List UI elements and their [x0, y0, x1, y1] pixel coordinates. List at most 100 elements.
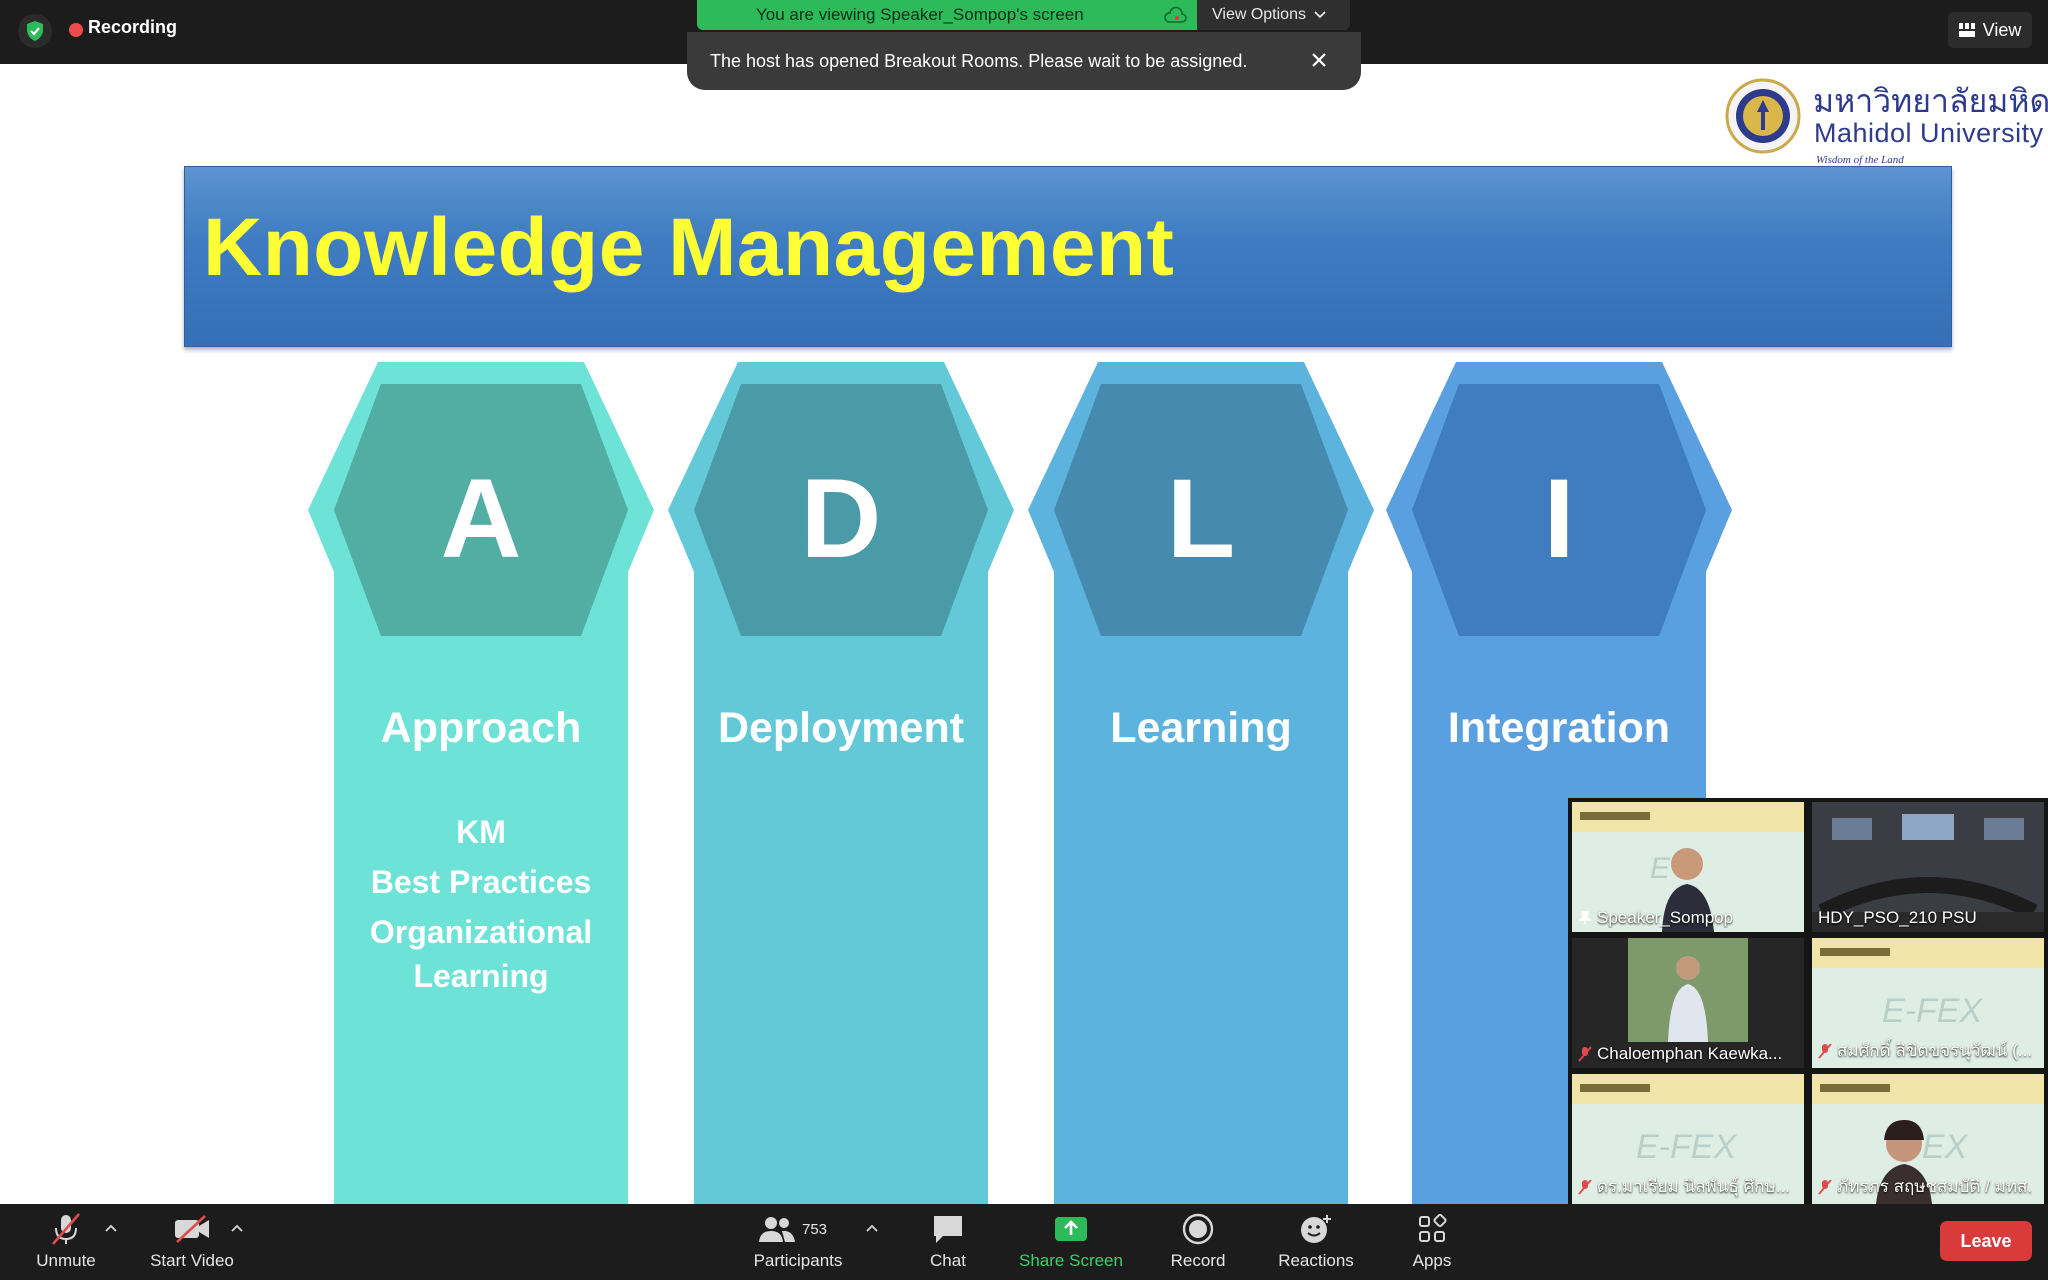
record-button[interactable]: Record	[1158, 1204, 1238, 1280]
participant-video: EX	[1812, 1074, 2044, 1204]
svg-text:E: E	[1650, 852, 1671, 885]
chat-icon	[928, 1211, 968, 1247]
mahidol-english-name: Mahidol University	[1814, 118, 2044, 148]
grid-view-icon	[1958, 23, 1975, 37]
title-banner: Knowledge Management	[184, 166, 1952, 347]
pillar-shape	[1028, 362, 1374, 1232]
reactions-button[interactable]: Reactions	[1271, 1204, 1361, 1280]
cloud-icon	[1164, 6, 1187, 23]
leave-button[interactable]: Leave	[1940, 1221, 2032, 1261]
view-options-label: View Options	[1212, 6, 1306, 23]
record-label: Record	[1170, 1251, 1226, 1270]
pillar-heading: Integration	[1447, 704, 1671, 752]
recording-dot-icon	[69, 23, 83, 37]
participant-count: 753	[802, 1220, 828, 1238]
share-screen-icon	[1051, 1211, 1091, 1247]
pillar-approach: A Approach KM Best Practices Organizatio…	[308, 362, 654, 1232]
video-gallery: E Speaker_Sompop HDY_PSO_210 PSU	[1568, 798, 2048, 1214]
participant-tile[interactable]: EX ภัทรภร สฤษชสมบัติ / มทส.	[1812, 1074, 2044, 1204]
viewing-banner: You are viewing Speaker_Sompop's screen	[697, 0, 1197, 30]
pillar-letter: D	[800, 456, 882, 581]
participant-name: ดร.มาเรียม นิลพันธุ์ ศึกษ...	[1572, 1173, 1800, 1200]
chat-button[interactable]: Chat	[908, 1204, 988, 1280]
pillar-item: Best Practices	[370, 864, 592, 900]
chevron-up-icon[interactable]	[864, 1222, 880, 1234]
pillar-item: Organizational Learning	[369, 914, 593, 994]
participants-button[interactable]: 753 Participants	[748, 1204, 848, 1280]
close-icon[interactable]	[1307, 48, 1331, 72]
start-video-button[interactable]: Start Video	[142, 1204, 242, 1280]
pillar-deployment: D Deployment	[668, 362, 1014, 1232]
smiley-icon	[1296, 1211, 1336, 1247]
chevron-up-icon[interactable]	[229, 1222, 245, 1234]
record-icon	[1178, 1211, 1218, 1247]
unmute-label: Unmute	[36, 1251, 96, 1270]
top-bar: Recording You are viewing Speaker_Sompop…	[0, 0, 2048, 64]
participant-video	[1812, 802, 2044, 932]
svg-text:EX: EX	[1922, 1128, 1969, 1166]
apps-label: Apps	[1412, 1251, 1452, 1270]
mic-muted-icon	[1818, 1042, 1832, 1059]
participants-icon: 753	[758, 1211, 838, 1247]
notification-message: The host has opened Breakout Rooms. Plea…	[710, 50, 1248, 71]
view-button-label: View	[1982, 19, 2022, 40]
pillar-letter: A	[440, 456, 522, 581]
mic-muted-icon	[1578, 1046, 1592, 1062]
breakout-room-notification: The host has opened Breakout Rooms. Plea…	[687, 32, 1361, 90]
mahidol-seal-icon	[1725, 78, 1801, 154]
participant-video: E-FEX	[1572, 1074, 1804, 1204]
participant-tile[interactable]: Chaloemphan Kaewka...	[1572, 938, 1804, 1068]
pillar-item: KM	[456, 814, 506, 850]
share-screen-button[interactable]: Share Screen	[1011, 1204, 1131, 1280]
pillar-shape	[308, 362, 654, 1232]
pillar-letter: I	[1543, 456, 1575, 581]
chevron-up-icon[interactable]	[103, 1222, 119, 1234]
slide-title: Knowledge Management	[203, 202, 1175, 293]
view-button[interactable]: View	[1948, 12, 2032, 48]
participant-video: E	[1572, 802, 1804, 932]
video-off-icon	[172, 1211, 212, 1247]
mic-muted-icon	[1578, 1178, 1592, 1195]
pin-icon	[1578, 911, 1592, 925]
participant-video	[1572, 938, 1804, 1068]
pillar-items: KM Best Practices Organizational Learnin…	[308, 810, 654, 998]
security-shield-icon[interactable]	[18, 14, 52, 48]
pillar-letter: L	[1166, 456, 1236, 581]
svg-text:E-FEX: E-FEX	[1882, 992, 1983, 1030]
start-video-label: Start Video	[150, 1251, 234, 1270]
shared-screen-slide: มหาวิทยาลัยมหิดล Mahidol University Wisd…	[0, 64, 2048, 1232]
participant-name: ภัทรภร สฤษชสมบัติ / มทส.	[1812, 1173, 2040, 1200]
view-options-button[interactable]: View Options	[1197, 0, 1350, 30]
pillar-learning: L Learning	[1028, 362, 1374, 1232]
pillar-heading: Approach	[380, 704, 582, 752]
chevron-down-icon	[1314, 11, 1326, 19]
participant-name: HDY_PSO_210 PSU	[1818, 908, 1977, 927]
participant-name: Speaker_Sompop	[1572, 908, 1800, 928]
pillar-heading: Deployment	[717, 704, 965, 752]
participant-name: สมศักดิ์ ลิขิตขจรนุวัฒน์ (...	[1812, 1037, 2040, 1064]
participant-tile[interactable]: E-FEX ดร.มาเรียม นิลพันธุ์ ศึกษ...	[1572, 1074, 1804, 1204]
mahidol-motto: Wisdom of the Land	[1816, 154, 1904, 166]
participant-tile[interactable]: HDY_PSO_210 PSU	[1812, 802, 2044, 932]
recording-label: Recording	[88, 17, 178, 37]
unmute-button[interactable]: Unmute	[26, 1204, 106, 1280]
reactions-label: Reactions	[1278, 1251, 1354, 1270]
participant-tile[interactable]: E Speaker_Sompop	[1572, 802, 1804, 932]
pillar-shape	[668, 362, 1014, 1232]
mic-muted-icon	[1818, 1178, 1832, 1195]
pillar-heading: Learning	[1110, 704, 1292, 752]
svg-text:E-FEX: E-FEX	[1636, 1128, 1737, 1166]
participant-tile[interactable]: E-FEX สมศักดิ์ ลิขิตขจรนุวัฒน์ (...	[1812, 938, 2044, 1068]
apps-button[interactable]: Apps	[1392, 1204, 1472, 1280]
chat-label: Chat	[930, 1251, 966, 1270]
meeting-toolbar: Unmute Start Video 753 Participants Chat	[0, 1204, 2048, 1280]
share-screen-label: Share Screen	[1019, 1251, 1123, 1270]
participant-name: Chaloemphan Kaewka...	[1572, 1044, 1800, 1064]
viewing-banner-text: You are viewing Speaker_Sompop's screen	[756, 5, 1084, 24]
mic-muted-icon	[46, 1211, 86, 1247]
mahidol-thai-name: มหาวิทยาลัยมหิดล	[1813, 82, 2048, 120]
participant-video: E-FEX	[1812, 938, 2044, 1068]
mahidol-logo: มหาวิทยาลัยมหิดล Mahidol University Wisd…	[1725, 76, 2048, 166]
participants-label: Participants	[753, 1251, 843, 1270]
